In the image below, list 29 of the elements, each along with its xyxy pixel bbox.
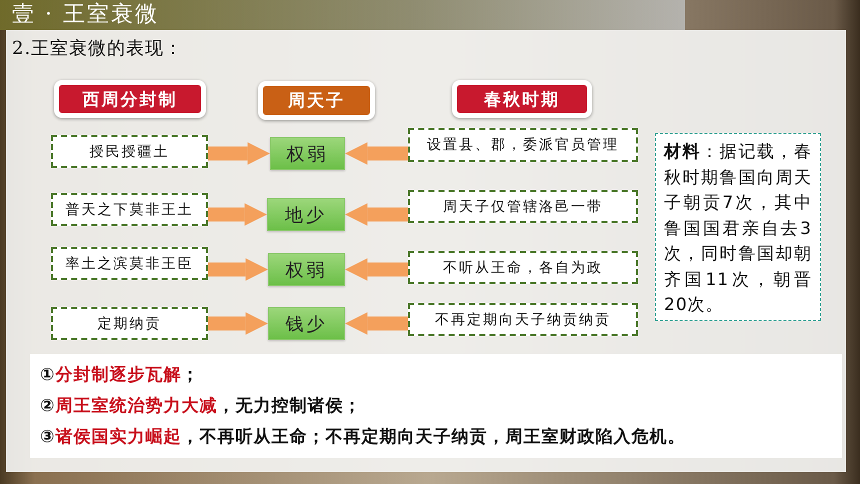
block-arrow bbox=[345, 203, 408, 226]
material-box: 材料：据记载，春秋时期鲁国向周天子朝贡7次，其中鲁国国君亲自去3次，同时鲁国却朝齐国11次，朝晋20次。 bbox=[655, 133, 821, 321]
text-box: 不听从王命，各自为政 bbox=[408, 251, 638, 284]
summary-line: ①分封制逐步瓦解； bbox=[40, 364, 200, 387]
text-box: 不再定期向天子纳贡纳贡 bbox=[408, 303, 638, 336]
block-arrow bbox=[208, 312, 268, 335]
text-box: 普天之下莫非王土 bbox=[51, 193, 208, 226]
summary-line: ③诸侯国实力崛起，不再听从王命；不再定期向天子纳贡，周王室财政陷入危机。 bbox=[40, 426, 686, 449]
block-arrow bbox=[208, 203, 267, 226]
block-arrow bbox=[208, 258, 268, 281]
header-banner: 春秋时期 bbox=[452, 80, 592, 118]
text-box: 周天子仅管辖洛邑一带 bbox=[408, 190, 638, 223]
result-box: 权弱 bbox=[268, 253, 345, 286]
summary-line: ②周王室统治势力大减，无力控制诸侯； bbox=[40, 395, 362, 418]
block-arrow bbox=[208, 142, 270, 165]
block-arrow bbox=[345, 142, 408, 165]
result-box: 地少 bbox=[267, 198, 345, 231]
text-box: 授民授疆土 bbox=[51, 135, 208, 168]
title-bar: 壹 · 王室衰微 bbox=[0, 0, 685, 30]
result-box: 钱少 bbox=[268, 307, 345, 340]
block-arrow bbox=[345, 258, 408, 281]
section-heading: 2.王室衰微的表现： bbox=[12, 37, 184, 60]
text-box: 率土之滨莫非王臣 bbox=[51, 247, 208, 280]
text-box: 设置县、郡，委派官员管理 bbox=[408, 128, 638, 162]
result-box: 权弱 bbox=[270, 137, 345, 170]
header-banner: 西周分封制 bbox=[54, 80, 206, 118]
header-banner: 周天子 bbox=[258, 81, 375, 120]
text-box: 定期纳贡 bbox=[51, 307, 208, 340]
block-arrow bbox=[345, 312, 408, 335]
